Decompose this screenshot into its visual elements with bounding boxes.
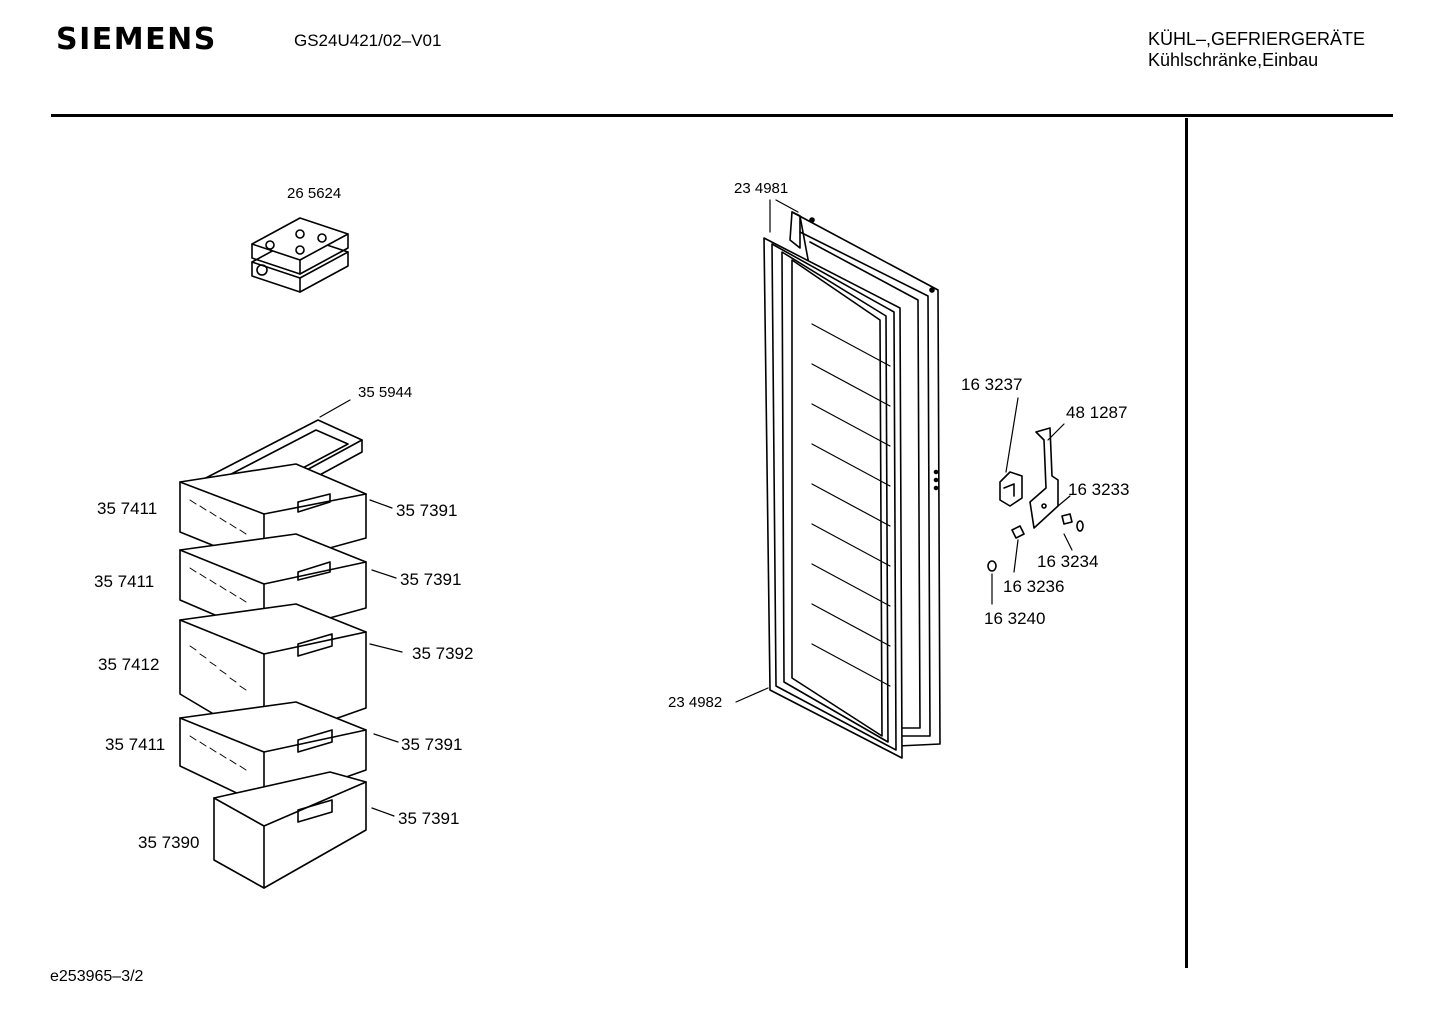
part-label-ice-pack: 26 5624 xyxy=(287,185,342,202)
hinge-leader-lines xyxy=(991,397,1073,605)
part-label-bottom-drawer: 35 7390 xyxy=(138,833,200,852)
part-label-screw: 16 3233 xyxy=(1068,480,1130,499)
part-label-drawer-front: 35 7391 xyxy=(400,570,462,589)
document-reference: e253965–3/2 xyxy=(50,968,144,985)
margin-divider xyxy=(1185,118,1188,968)
header-divider xyxy=(51,114,1393,117)
drawer-leader-lines xyxy=(369,499,403,817)
part-label-drawer-front: 35 7391 xyxy=(396,501,458,520)
category-title: KÜHL–,GEFRIERGERÄTE xyxy=(1148,29,1366,49)
part-label-drawer-cover: 35 5944 xyxy=(358,384,413,401)
drawer-stack-drawing xyxy=(179,463,367,889)
door-leader-lines xyxy=(735,199,799,703)
part-label-basket: 35 7411 xyxy=(97,499,158,518)
brand-logo: SIEMENS xyxy=(56,22,217,57)
part-label-hinge-bracket: 48 1287 xyxy=(1066,403,1128,422)
part-label-basket: 35 7411 xyxy=(105,735,166,754)
part-label-basket: 35 7412 xyxy=(98,655,160,674)
model-number: GS24U421/02–V01 xyxy=(294,31,442,50)
ice-pack-drawing xyxy=(251,217,349,293)
part-label-hinge-part: 16 3237 xyxy=(961,375,1023,394)
part-label-drawer-front: 35 7392 xyxy=(412,644,474,663)
part-label-door: 23 4981 xyxy=(734,180,789,197)
part-label-door-seal: 23 4982 xyxy=(668,694,723,711)
part-label-washer: 16 3234 xyxy=(1037,552,1099,571)
part-label-drawer-front: 35 7391 xyxy=(401,735,463,754)
part-label-pin: 16 3236 xyxy=(1003,577,1065,596)
part-label-drawer-front: 35 7391 xyxy=(398,809,460,828)
part-label-basket: 35 7411 xyxy=(94,572,155,591)
category-subtitle: Kühlschränke,Einbau xyxy=(1148,50,1319,70)
part-label-washer: 16 3240 xyxy=(984,609,1046,628)
hinge-assembly-drawing xyxy=(987,427,1084,572)
door-drawing xyxy=(763,211,941,759)
